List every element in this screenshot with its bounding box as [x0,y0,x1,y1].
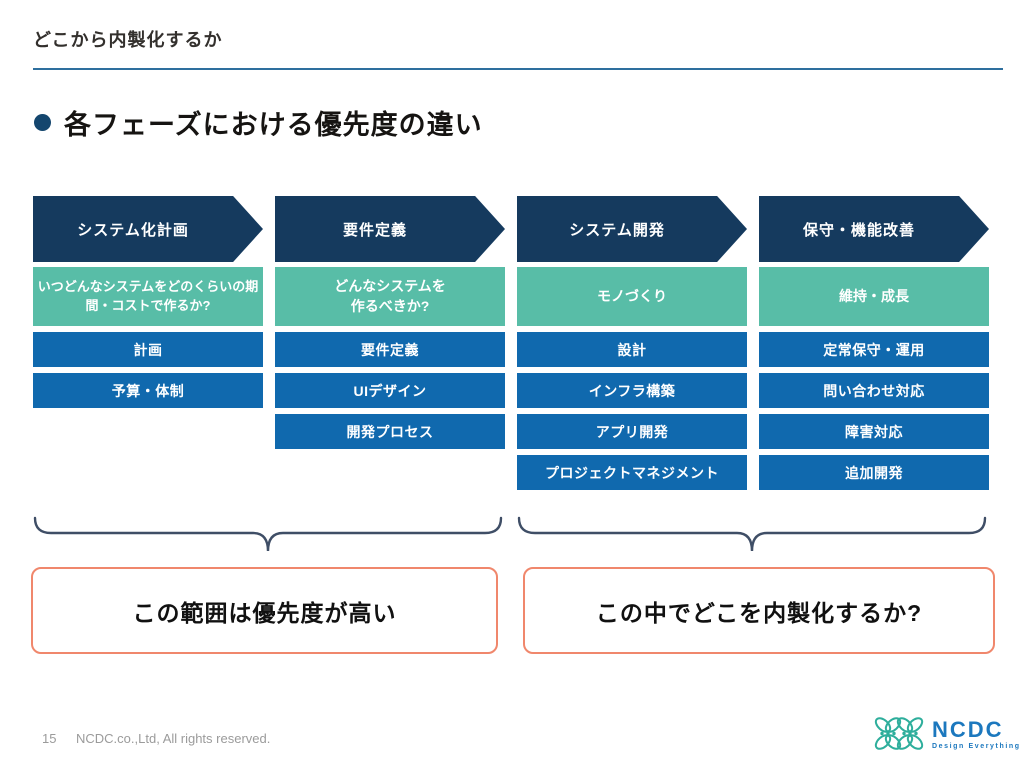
phase-item: 問い合わせ対応 [759,373,989,408]
copyright-text: NCDC.co.,Ltd, All rights reserved. [76,731,271,746]
callout-insourcing: この中でどこを内製化するか? [523,567,995,654]
phase-column-system-planning: システム化計画 いつどんなシステムをどのくらいの期間・コストで作るか? 計画 予… [33,196,263,414]
page-title: どこから内製化するか [33,30,223,50]
phase-item: 設計 [517,332,747,367]
phase-item: 追加開発 [759,455,989,490]
phase-item: 予算・体制 [33,373,263,408]
callout-priority: この範囲は優先度が高い [31,567,498,654]
phase-item: アプリ開発 [517,414,747,449]
phase-question: いつどんなシステムをどのくらいの期間・コストで作るか? [33,267,263,326]
phase-arrow: 要件定義 [275,196,505,262]
phase-arrow: システム化計画 [33,196,263,262]
phase-item: 障害対応 [759,414,989,449]
phase-item: 定常保守・運用 [759,332,989,367]
section-heading-row: 各フェーズにおける優先度の違い [34,103,483,142]
phase-item: UIデザイン [275,373,505,408]
phase-question: 維持・成長 [759,267,989,326]
ncdc-logo: NCDC Design Everything [872,714,1021,754]
phase-item: 計画 [33,332,263,367]
ncdc-logo-name: NCDC [932,716,1004,742]
phase-item: 開発プロセス [275,414,505,449]
brace-right [517,516,987,552]
phase-arrow: 保守・機能改善 [759,196,989,262]
bullet-icon [34,114,51,131]
ncdc-logo-text: NCDC Design Everything [932,716,1021,750]
ncdc-logo-icon [874,717,924,750]
phase-item: インフラ構築 [517,373,747,408]
phase-question: モノづくり [517,267,747,326]
phase-question: どんなシステムを 作るべきか? [275,267,505,326]
phase-column-maintenance: 保守・機能改善 維持・成長 定常保守・運用 問い合わせ対応 障害対応 追加開発 [759,196,989,496]
phase-column-requirements: 要件定義 どんなシステムを 作るべきか? 要件定義 UIデザイン 開発プロセス [275,196,505,455]
page-number: 15 [42,731,57,746]
ncdc-logo-tagline: Design Everything [932,742,1021,750]
brace-left [33,516,503,552]
phase-item: プロジェクトマネジメント [517,455,747,490]
phase-arrow: システム開発 [517,196,747,262]
section-heading: 各フェーズにおける優先度の違い [64,110,483,140]
phase-item: 要件定義 [275,332,505,367]
phase-column-development: システム開発 モノづくり 設計 インフラ構築 アプリ開発 プロジェクトマネジメン… [517,196,747,496]
title-divider [33,68,1003,70]
